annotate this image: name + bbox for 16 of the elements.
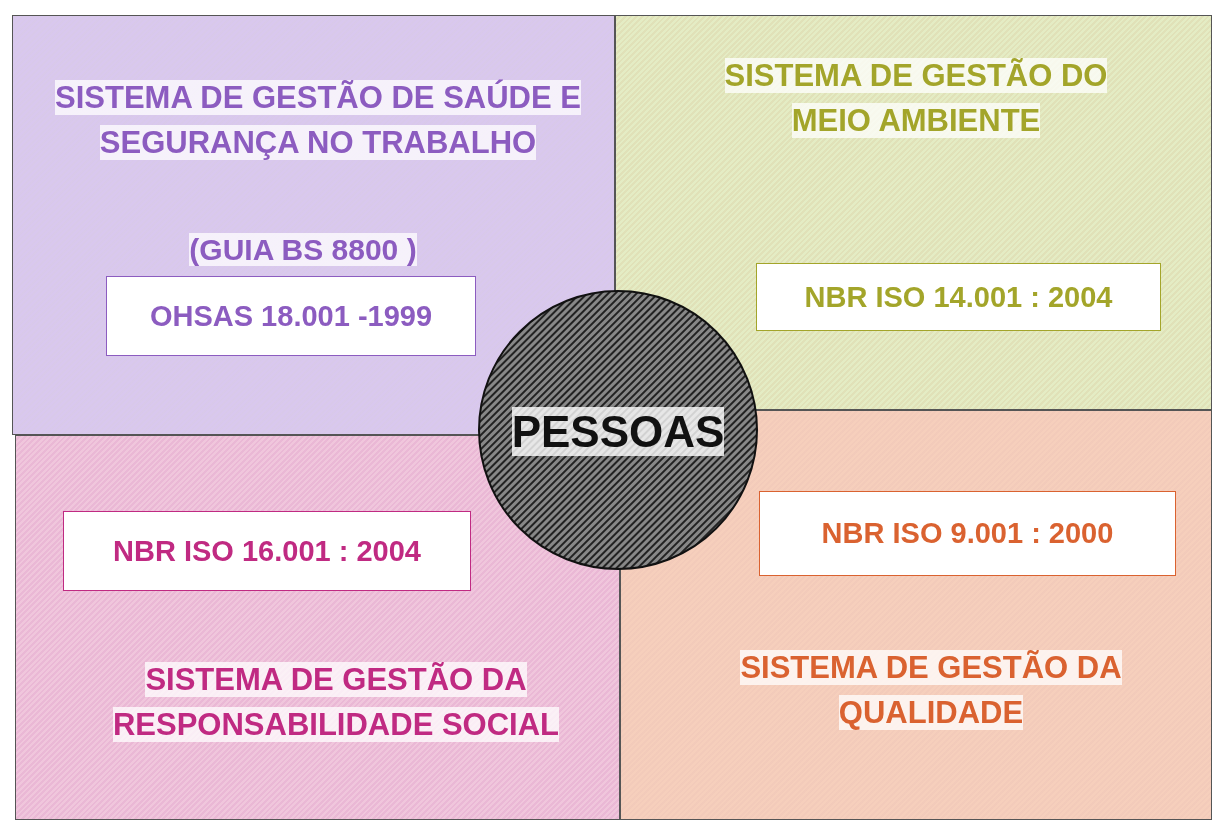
center-label: PESSOAS (510, 406, 726, 458)
standard-box (63, 511, 471, 591)
standard-label: NBR ISO 14.001 : 2004 (804, 280, 1113, 314)
center-circle (477, 289, 759, 571)
quadrant-heading: SISTEMA DE GESTÃO DE SAÚDE E SEGURANÇA NO TRABALHO (54, 78, 582, 162)
standard-note: (GUIA BS 8800 ) (188, 232, 418, 268)
quadrant-heading: SISTEMA DE GESTÃO DA QUALIDADE (739, 649, 1123, 732)
standard-label: NBR ISO 16.001 : 2004 (113, 534, 421, 568)
standard-box (756, 263, 1161, 331)
standard-box (759, 491, 1176, 576)
quadrant-heading: SISTEMA DE GESTÃO DA RESPONSABILIDADE SOCIAL (111, 661, 561, 744)
standard-box (106, 276, 476, 356)
quadrant-panel (615, 15, 1212, 410)
quadrant-heading: SISTEMA DE GESTÃO DO MEIO AMBIENTE (723, 57, 1109, 140)
standard-label: OHSAS 18.001 -1999 (149, 299, 433, 333)
standard-label: NBR ISO 9.001 : 2000 (821, 517, 1114, 550)
